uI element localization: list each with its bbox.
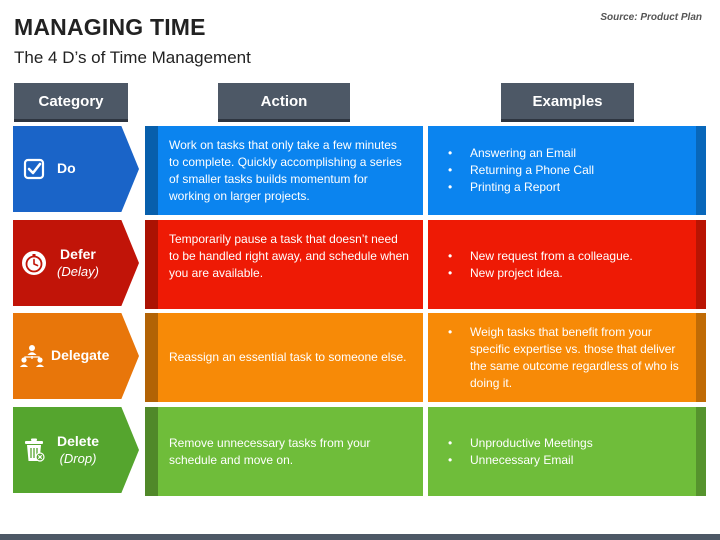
examples-list: Answering an Email Returning a Phone Cal…	[448, 145, 594, 196]
action-text: Remove unnecessary tasks from your sched…	[169, 436, 371, 467]
example-item: Unnecessary Email	[448, 452, 593, 469]
category-defer: Defer (Delay)	[13, 220, 139, 306]
example-item: Weigh tasks that benefit from your speci…	[448, 324, 694, 392]
action-text: Temporarily pause a task that doesn’t ne…	[169, 232, 409, 280]
row-do: Do Work on tasks that only take a few mi…	[0, 126, 720, 215]
checkbox-icon	[21, 156, 47, 182]
header-examples: Examples	[501, 83, 634, 122]
category-label: Delete	[57, 433, 100, 450]
category-label: Do	[57, 160, 76, 177]
example-item: New project idea.	[448, 265, 633, 282]
category-sublabel: (Delay)	[57, 263, 99, 279]
examples-list: Unproductive Meetings Unnecessary Email	[448, 435, 593, 469]
trash-icon	[21, 437, 47, 463]
action-cell: Remove unnecessary tasks from your sched…	[145, 407, 423, 496]
header-category: Category	[14, 83, 128, 122]
examples-cell: Weigh tasks that benefit from your speci…	[428, 313, 706, 402]
header-action: Action	[218, 83, 350, 122]
category-label: Defer	[60, 246, 96, 263]
examples-list: Weigh tasks that benefit from your speci…	[448, 324, 694, 392]
example-item: Unproductive Meetings	[448, 435, 593, 452]
row-delete: Delete (Drop) Remove unnecessary tasks f…	[0, 407, 720, 496]
example-item: Returning a Phone Call	[448, 162, 594, 179]
page-subtitle: The 4 D’s of Time Management	[14, 48, 251, 67]
row-defer: Defer (Delay) Temporarily pause a task t…	[0, 220, 720, 309]
action-cell: Work on tasks that only take a few minut…	[145, 126, 423, 215]
category-label: Delegate	[51, 347, 110, 364]
example-item: New request from a colleague.	[448, 248, 633, 265]
action-cell: Reassign an essential task to someone el…	[145, 313, 423, 402]
action-text: Reassign an essential task to someone el…	[169, 350, 407, 364]
action-cell: Temporarily pause a task that doesn’t ne…	[145, 220, 423, 309]
example-item: Answering an Email	[448, 145, 594, 162]
examples-cell: Unproductive Meetings Unnecessary Email	[428, 407, 706, 496]
people-network-icon	[19, 343, 45, 369]
stopwatch-icon	[21, 250, 47, 276]
examples-cell: Answering an Email Returning a Phone Cal…	[428, 126, 706, 215]
category-delete: Delete (Drop)	[13, 407, 139, 493]
action-text: Work on tasks that only take a few minut…	[169, 138, 402, 203]
category-delegate: Delegate	[13, 313, 139, 399]
category-sublabel: (Drop)	[59, 450, 97, 466]
category-do: Do	[13, 126, 139, 212]
footer-bar	[0, 534, 720, 540]
example-item: Printing a Report	[448, 179, 594, 196]
row-delegate: Delegate Reassign an essential task to s…	[0, 313, 720, 402]
source-note: Source: Product Plan	[600, 12, 702, 23]
examples-list: New request from a colleague. New projec…	[448, 248, 633, 282]
page-title: MANAGING TIME	[14, 14, 206, 40]
examples-cell: New request from a colleague. New projec…	[428, 220, 706, 309]
